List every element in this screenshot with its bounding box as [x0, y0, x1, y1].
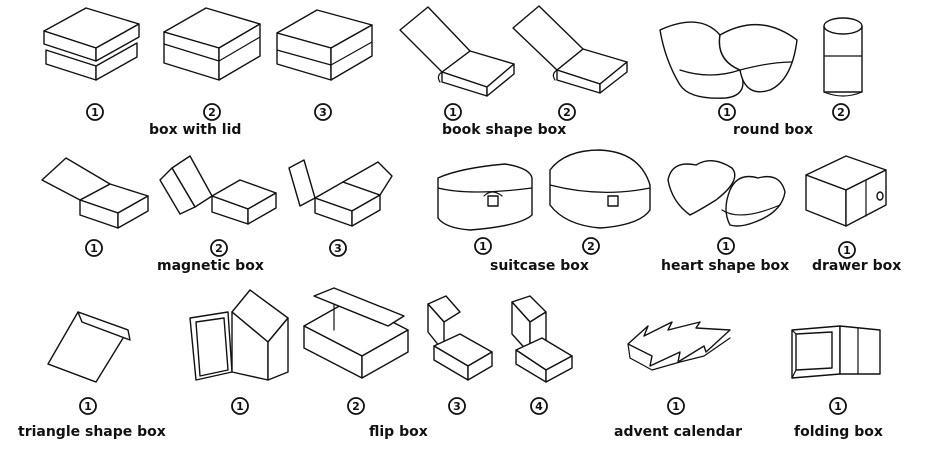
round-box-2-drawing — [823, 17, 863, 97]
marker-box-with-lid-2: 2 — [203, 103, 221, 121]
svg-text:1: 1 — [723, 106, 731, 119]
svg-text:1: 1 — [722, 240, 730, 253]
marker-suitcase-box-1: 1 — [474, 237, 492, 255]
caption-triangle-shape-box: triangle shape box — [18, 424, 166, 440]
caption-heart-shape-box: heart shape box — [661, 258, 789, 274]
caption-round-box: round box — [733, 122, 813, 138]
book-shape-box-2-drawing — [512, 5, 628, 94]
svg-text:1: 1 — [834, 400, 842, 413]
marker-book-shape-box-1: 1 — [444, 103, 462, 121]
round-box-1-drawing — [659, 21, 798, 99]
svg-text:1: 1 — [843, 244, 851, 257]
marker-flip-box-1: 1 — [231, 397, 249, 415]
caption-suitcase-box: suitcase box — [490, 258, 589, 274]
svg-text:2: 2 — [563, 106, 571, 119]
marker-flip-box-2: 2 — [347, 397, 365, 415]
marker-triangle-shape-box-1: 1 — [79, 397, 97, 415]
marker-book-shape-box-2: 2 — [558, 103, 576, 121]
triangle-shape-box-drawing — [47, 311, 131, 383]
svg-text:3: 3 — [453, 400, 461, 413]
svg-text:2: 2 — [587, 240, 595, 253]
svg-text:1: 1 — [91, 106, 99, 119]
caption-book-shape-box: book shape box — [442, 122, 566, 138]
magnetic-box-1-drawing — [41, 157, 149, 229]
marker-magnetic-box-2: 2 — [210, 239, 228, 257]
svg-text:1: 1 — [479, 240, 487, 253]
svg-text:3: 3 — [334, 242, 342, 255]
caption-box-with-lid: box with lid — [149, 122, 241, 138]
svg-text:1: 1 — [90, 242, 98, 255]
caption-magnetic-box: magnetic box — [157, 258, 264, 274]
svg-text:2: 2 — [837, 106, 845, 119]
flip-box-1-drawing — [189, 289, 289, 381]
marker-suitcase-box-2: 2 — [582, 237, 600, 255]
marker-flip-box-3: 3 — [448, 397, 466, 415]
svg-text:2: 2 — [352, 400, 360, 413]
svg-text:2: 2 — [215, 242, 223, 255]
heart-shape-box-drawing — [667, 160, 786, 227]
caption-flip-box: flip box — [369, 424, 428, 440]
box-with-lid-3-drawing — [276, 9, 373, 81]
svg-text:1: 1 — [449, 106, 457, 119]
box-with-lid-2-drawing — [163, 7, 261, 81]
flip-box-4-drawing — [511, 295, 573, 383]
caption-advent-calendar: advent calendar — [614, 424, 742, 440]
svg-text:1: 1 — [84, 400, 92, 413]
svg-text:2: 2 — [208, 106, 216, 119]
svg-text:1: 1 — [236, 400, 244, 413]
flip-box-3-drawing — [427, 295, 493, 381]
marker-round-box-1: 1 — [718, 103, 736, 121]
advent-calendar-drawing — [627, 321, 731, 371]
svg-text:3: 3 — [319, 106, 327, 119]
caption-folding-box: folding box — [794, 424, 883, 440]
marker-folding-box-1: 1 — [829, 397, 847, 415]
svg-text:1: 1 — [672, 400, 680, 413]
suitcase-box-2-drawing — [549, 149, 651, 229]
svg-text:4: 4 — [535, 400, 543, 413]
suitcase-box-1-drawing — [437, 163, 533, 231]
marker-flip-box-4: 4 — [530, 397, 548, 415]
drawer-box-drawing — [805, 155, 887, 227]
marker-advent-calendar-1: 1 — [667, 397, 685, 415]
marker-drawer-box-1: 1 — [838, 241, 856, 259]
marker-magnetic-box-1: 1 — [85, 239, 103, 257]
marker-round-box-2: 2 — [832, 103, 850, 121]
marker-magnetic-box-3: 3 — [329, 239, 347, 257]
magnetic-box-2-drawing — [159, 155, 277, 225]
flip-box-2-drawing — [303, 287, 409, 379]
folding-box-drawing — [791, 325, 881, 379]
magnetic-box-3-drawing — [288, 159, 393, 227]
marker-box-with-lid-3: 3 — [314, 103, 332, 121]
marker-box-with-lid-1: 1 — [86, 103, 104, 121]
book-shape-box-1-drawing — [399, 6, 515, 97]
marker-heart-shape-box-1: 1 — [717, 237, 735, 255]
box-with-lid-1-drawing — [43, 7, 140, 81]
caption-drawer-box: drawer box — [812, 258, 901, 274]
